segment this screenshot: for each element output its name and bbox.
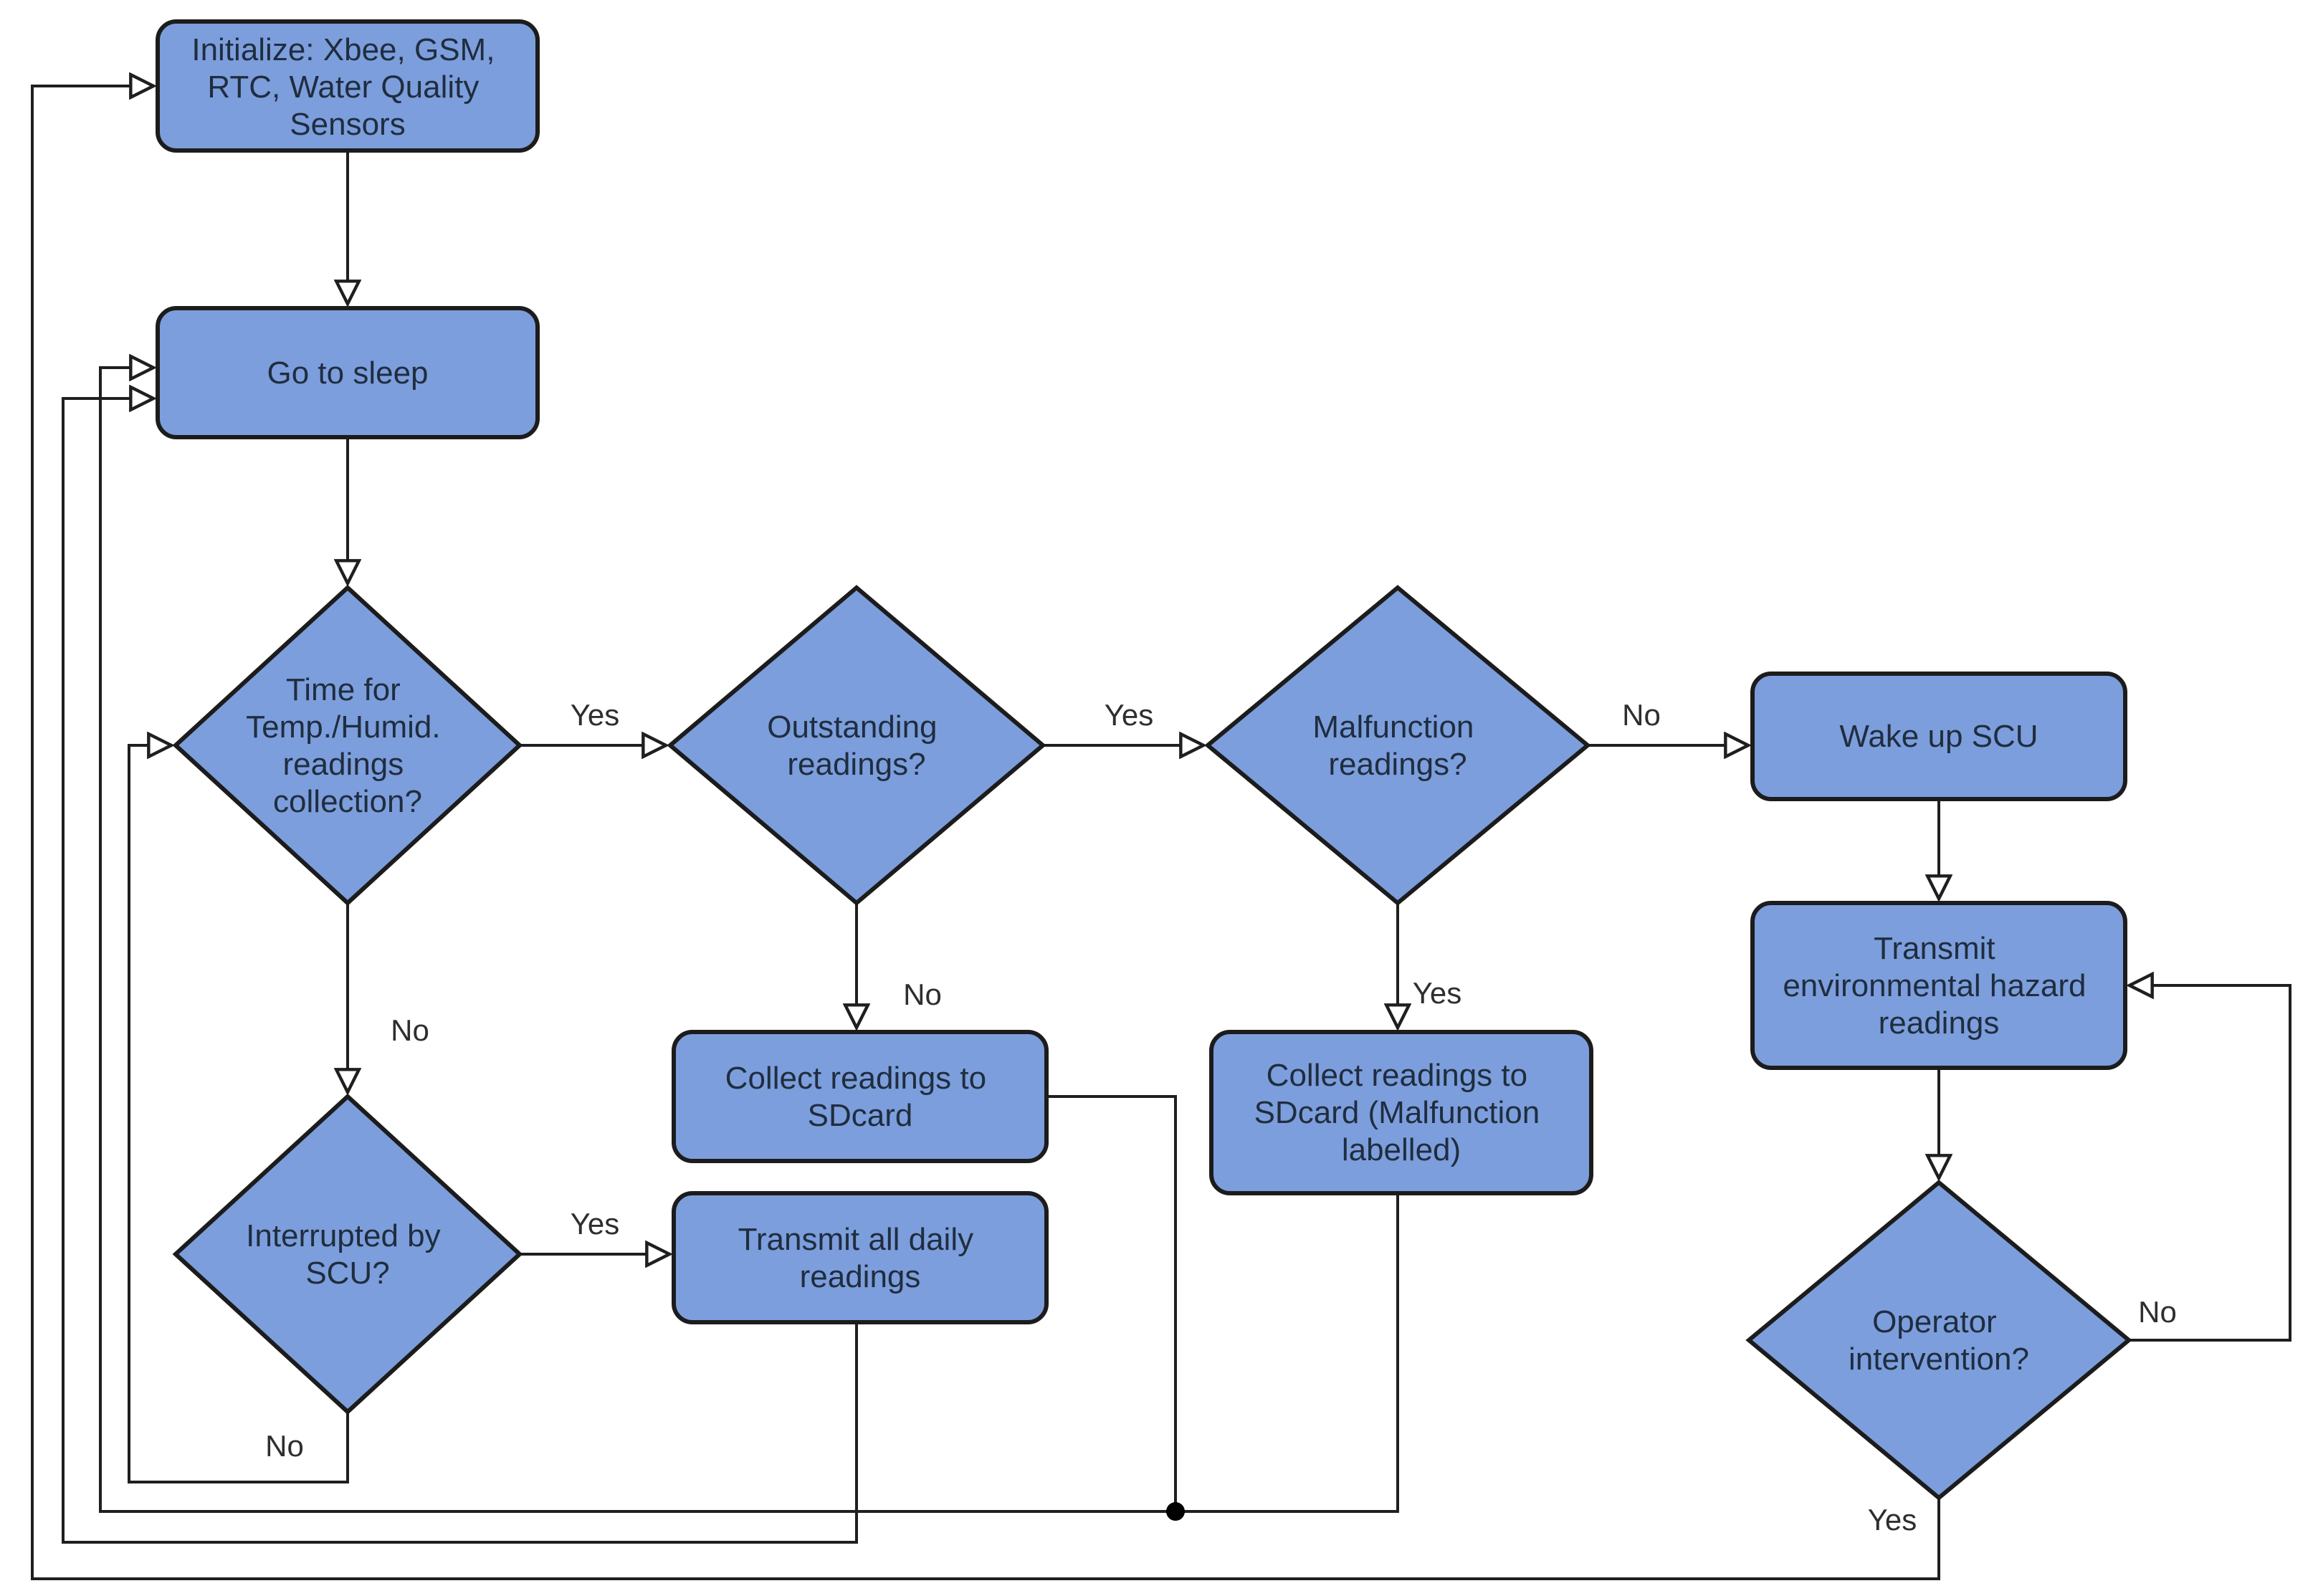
node-wake-up-scu: Wake up SCU (1750, 672, 2127, 801)
decision-time-for-readings: Time for Temp./Humid. readings collectio… (172, 584, 523, 907)
node-transmit-env-hazard-label: Transmit environmental hazard readings (1783, 931, 2094, 1041)
node-go-to-sleep-shape (156, 306, 540, 439)
node-collect-readings-sdcard: Collect readings to SDcard (672, 1030, 1049, 1163)
node-go-to-sleep: Go to sleep (156, 306, 540, 439)
label-malfunction-yes: Yes (1413, 976, 1462, 1010)
node-collect-readings-sdcard-shape (672, 1030, 1049, 1163)
label-time-no: No (391, 1013, 429, 1047)
node-transmit-all-daily-label: Transmit all daily readings (738, 1222, 983, 1294)
label-operator-yes: Yes (1868, 1503, 1917, 1537)
decision-interrupted-by-scu-label: Interrupted by SCU? (246, 1218, 449, 1291)
node-transmit-all-daily: Transmit all daily readings (672, 1191, 1049, 1324)
decision-operator-intervention: Operator intervention? (1745, 1180, 2132, 1501)
junction-dot (1166, 1502, 1185, 1521)
label-time-yes: Yes (571, 698, 620, 732)
decision-operator-intervention-shape (1745, 1180, 2132, 1501)
decision-outstanding-readings: Outstanding readings? (667, 585, 1046, 906)
edge-operator-yes-loop-to-init (31, 86, 1940, 1580)
label-outstanding-no: No (903, 978, 942, 1011)
node-transmit-all-daily-shape (672, 1191, 1049, 1324)
decision-time-for-readings-shape (172, 584, 523, 907)
node-initialize-label: Initialize: Xbee, GSM, RTC, Water Qualit… (191, 32, 503, 142)
decision-operator-intervention-label: Operator intervention? (1849, 1304, 2029, 1377)
node-wake-up-scu-label: Wake up SCU (1839, 719, 2038, 754)
edge-interrupted-no-loop-to-time (128, 745, 349, 1483)
decision-time-for-readings-label: Time for Temp./Humid. readings collectio… (246, 672, 449, 819)
node-initialize: Initialize: Xbee, GSM, RTC, Water Qualit… (156, 19, 540, 153)
node-collect-readings-malfunction: Collect readings to SDcard (Malfunction … (1209, 1030, 1593, 1195)
node-wake-up-scu-shape (1750, 672, 2127, 801)
node-collect-readings-malfunction-shape (1209, 1030, 1593, 1195)
label-interrupted-no: No (265, 1429, 304, 1463)
decision-outstanding-readings-label: Outstanding readings? (767, 709, 946, 782)
decision-malfunction-readings: Malfunction readings? (1204, 585, 1591, 906)
decision-interrupted-by-scu-shape (172, 1093, 523, 1415)
node-initialize-shape (156, 19, 540, 153)
edge-operator-no-loop (2129, 985, 2291, 1342)
decision-interrupted-by-scu: Interrupted by SCU? (172, 1093, 523, 1415)
node-transmit-env-hazard: Transmit environmental hazard readings (1750, 901, 2127, 1070)
node-collect-readings-sdcard-label: Collect readings to SDcard (725, 1061, 996, 1133)
node-go-to-sleep-label: Go to sleep (267, 355, 428, 391)
decision-malfunction-readings-label: Malfunction readings? (1312, 709, 1482, 782)
decision-outstanding-readings-shape (667, 585, 1046, 906)
label-operator-no: No (2138, 1295, 2177, 1329)
label-outstanding-yes: Yes (1105, 698, 1154, 732)
node-collect-readings-malfunction-label: Collect readings to SDcard (Malfunction … (1254, 1058, 1549, 1167)
label-malfunction-no: No (1622, 698, 1661, 732)
label-interrupted-yes: Yes (571, 1207, 620, 1241)
edge-transmit-daily-loop-to-sleep (62, 398, 858, 1544)
edge-collect-to-junction (1046, 1095, 1177, 1511)
decision-malfunction-readings-shape (1204, 585, 1591, 906)
edge-collect-malfunction-loop-to-sleep (99, 368, 1399, 1513)
edges (31, 86, 2291, 1580)
edge-labels: Yes Yes No No No Yes Yes No No Yes (265, 698, 2177, 1537)
node-transmit-env-hazard-shape (1750, 901, 2127, 1070)
